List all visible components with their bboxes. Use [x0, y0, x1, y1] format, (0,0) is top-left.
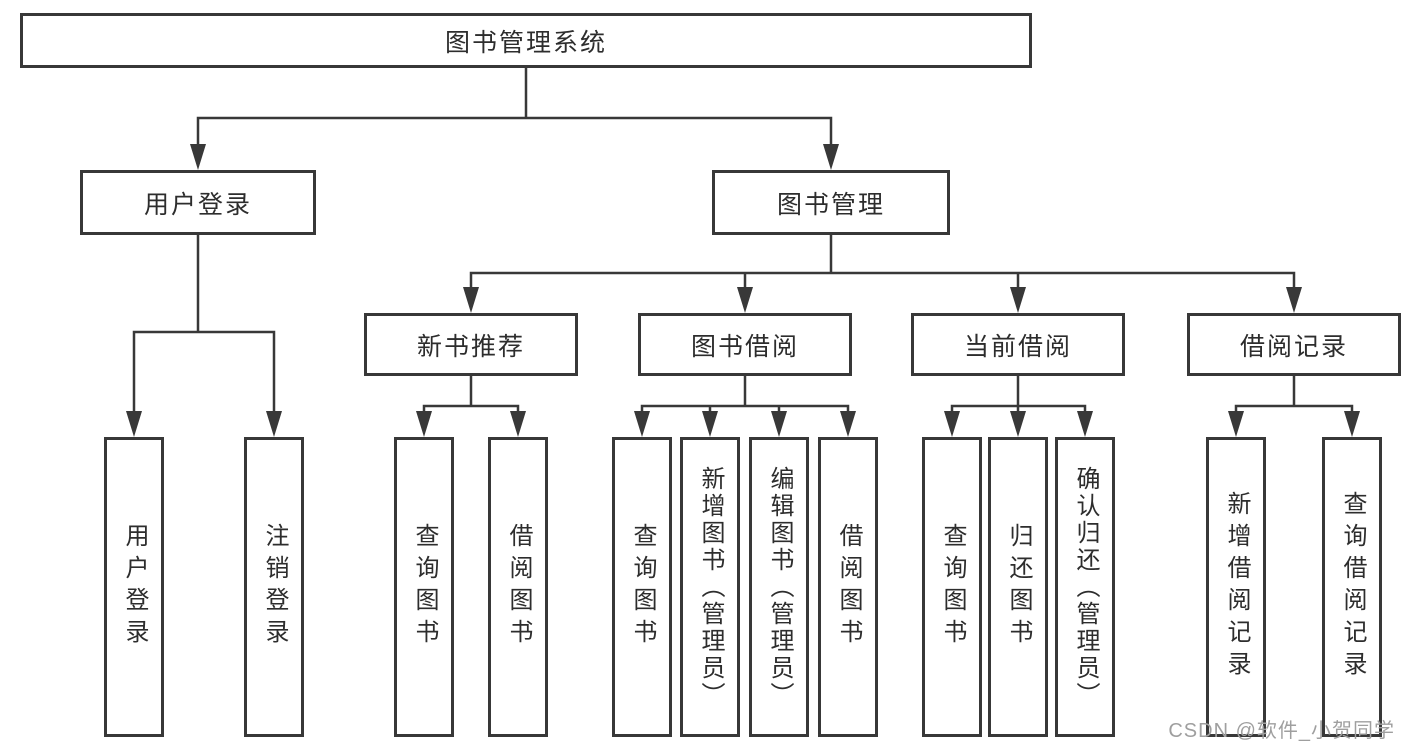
- leaf-borrow-books-recommend: 借阅图书: [488, 437, 548, 737]
- leaf-logout: 注销登录: [244, 437, 304, 737]
- node-book-management: 图书管理: [712, 170, 950, 235]
- leaf-query-borrow-record: 查询借阅记录: [1322, 437, 1382, 737]
- node-book-borrowing: 图书借阅: [638, 313, 852, 376]
- node-current-borrowing: 当前借阅: [911, 313, 1125, 376]
- leaf-add-borrow-record: 新增借阅记录: [1206, 437, 1266, 737]
- leaf-add-books-admin: 新增图书（管理员）: [680, 437, 740, 737]
- leaf-return-books: 归还图书: [988, 437, 1048, 737]
- leaf-edit-books-admin: 编辑图书（管理员）: [749, 437, 809, 737]
- leaf-user-login: 用户登录: [104, 437, 164, 737]
- node-borrowing-records: 借阅记录: [1187, 313, 1401, 376]
- node-user-login: 用户登录: [80, 170, 316, 235]
- leaf-query-books-recommend: 查询图书: [394, 437, 454, 737]
- leaf-borrow-books-borrowing: 借阅图书: [818, 437, 878, 737]
- node-new-book-recommendation: 新书推荐: [364, 313, 578, 376]
- arrowhead-icon: [126, 144, 1360, 437]
- leaf-query-books-current: 查询图书: [922, 437, 982, 737]
- leaf-query-books-borrowing: 查询图书: [612, 437, 672, 737]
- node-library-system: 图书管理系统: [20, 13, 1032, 68]
- leaf-confirm-return-admin: 确认归还（管理员）: [1055, 437, 1115, 737]
- watermark: CSDN @软件_小贺同学: [1168, 720, 1395, 742]
